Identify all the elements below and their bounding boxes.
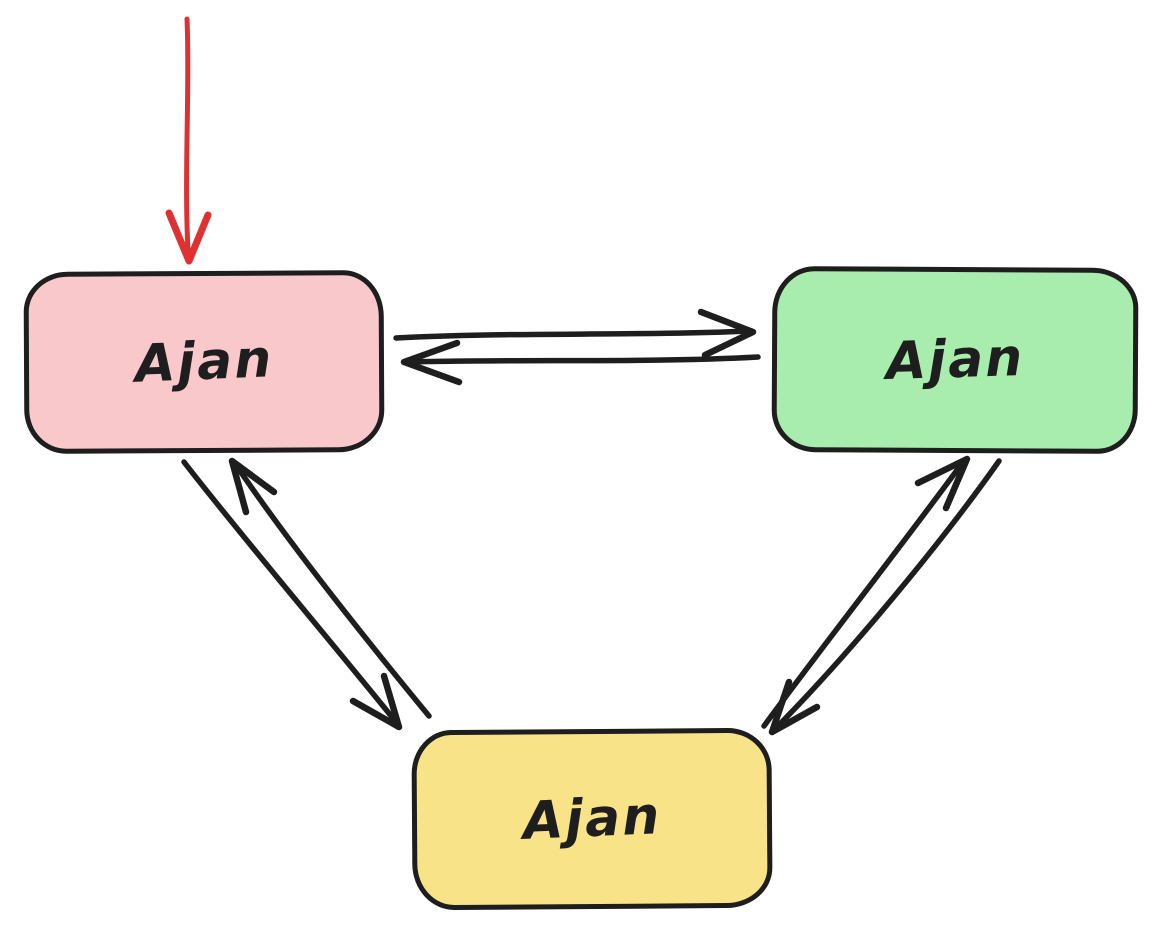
- arrow-yellow-to-green: [761, 455, 971, 729]
- arrow-shaft: [233, 462, 432, 719]
- arrow-yellow-to-pink: [228, 457, 432, 719]
- agent-node-green: Ajan: [771, 266, 1139, 454]
- entry-arrow-shaft: [184, 16, 191, 253]
- agent-node-pink: Ajan: [23, 270, 385, 454]
- arrow-head: [768, 678, 821, 736]
- arrow-pink-to-green: [393, 308, 757, 359]
- arrow-head: [400, 339, 463, 386]
- agent-node-pink-label: Ajan: [133, 329, 275, 395]
- arrow-head: [914, 455, 971, 512]
- arrow-shaft: [761, 459, 966, 729]
- agent-node-yellow: Ajan: [411, 727, 773, 911]
- arrow-green-to-pink: [400, 339, 761, 386]
- arrow-shaft: [773, 458, 1002, 731]
- entry-arrow: [165, 16, 212, 265]
- arrow-green-to-yellow: [768, 458, 1002, 736]
- agent-node-yellow-label: Ajan: [521, 786, 663, 852]
- arrow-shaft: [393, 328, 751, 341]
- arrow-pink-to-yellow: [181, 459, 403, 731]
- arrow-head: [349, 672, 403, 731]
- agent-node-green-label: Ajan: [885, 327, 1025, 393]
- arrow-shaft: [181, 459, 399, 725]
- arrow-head: [228, 457, 278, 516]
- entry-arrow-head: [165, 209, 212, 265]
- arrow-shaft: [405, 354, 761, 365]
- arrow-head: [697, 308, 757, 359]
